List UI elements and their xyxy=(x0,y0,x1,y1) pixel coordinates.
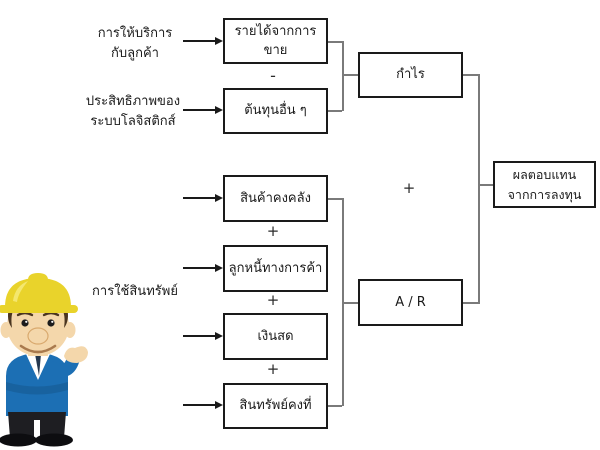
connector-line xyxy=(327,405,342,407)
box-inventory-label: สินค้าคงคลัง xyxy=(240,190,311,206)
box-sales-revenue: รายได้จากการขาย xyxy=(223,18,328,64)
hard-hat-ridge xyxy=(28,273,48,280)
connector-line xyxy=(327,198,342,200)
arrow-into-other-costs xyxy=(183,106,223,114)
construction-worker-mascot xyxy=(0,270,96,450)
arrow-into-fixed-assets xyxy=(183,401,223,409)
connector-line xyxy=(478,74,480,304)
label-logistics-efficiency-line2: ระบบโลจิสติกส์ xyxy=(90,114,176,130)
minus-operator: - xyxy=(270,66,276,85)
arrow-into-sales-revenue xyxy=(183,37,223,45)
plus-operator-profit-ar: + xyxy=(402,179,416,197)
box-trade-receivables-label: ลูกหนี้ทางการค้า xyxy=(228,260,323,276)
box-other-costs: ต้นทุนอื่น ๆ xyxy=(223,88,328,134)
mascot-shoe-right xyxy=(35,433,73,447)
hard-hat-dome xyxy=(5,278,71,307)
plus-operator-cash-fixed: + xyxy=(266,360,280,378)
label-customer-service-line2: กับลูกค้า xyxy=(111,46,159,62)
box-sales-revenue-label: รายได้จากการขาย xyxy=(234,23,317,59)
box-profit-label: กำไร xyxy=(396,67,425,83)
connector-line xyxy=(327,41,342,43)
connector-line xyxy=(328,110,342,112)
box-profit: กำไร xyxy=(358,52,463,98)
label-asset-utilization-line1: การใช้สินทรัพย์ xyxy=(92,284,178,299)
box-return-on-investment-line2: จากการลงทุน xyxy=(507,186,582,202)
arrow-into-trade-receivables xyxy=(183,264,223,272)
mascot-eye-right xyxy=(47,319,55,327)
box-inventory: สินค้าคงคลัง xyxy=(223,175,328,222)
hard-hat-brim xyxy=(0,305,78,313)
connector-line xyxy=(343,302,358,304)
mascot-mouth xyxy=(19,344,57,354)
arrow-into-inventory xyxy=(183,194,223,202)
connector-line xyxy=(342,41,344,111)
mascot-eye-left-highlight xyxy=(25,320,28,323)
plus-operator-receivables-cash: + xyxy=(266,291,280,309)
construction-worker-illustration xyxy=(0,273,88,447)
box-return-on-investment: ผลตอบแทน จากการลงทุน xyxy=(493,161,596,208)
mascot-sweater-shading xyxy=(6,382,68,395)
label-customer-service-line1: การให้บริการ xyxy=(97,26,173,41)
label-logistics-efficiency-line1: ประสิทธิภาพของ xyxy=(85,94,181,109)
mascot-nose xyxy=(27,327,49,345)
box-cash: เงินสด xyxy=(223,313,328,360)
mascot-eye-left xyxy=(21,319,29,327)
box-return-on-investment-line1: ผลตอบแทน xyxy=(512,166,577,182)
box-fixed-assets: สินทรัพย์คงที่ xyxy=(223,383,328,429)
label-asset-utilization: การใช้สินทรัพย์ xyxy=(83,282,187,302)
label-logistics-efficiency: ประสิทธิภาพของ ระบบโลจิสติกส์ xyxy=(78,92,188,132)
box-trade-receivables: ลูกหนี้ทางการค้า xyxy=(223,245,328,292)
box-other-costs-label: ต้นทุนอื่น ๆ xyxy=(244,103,307,119)
hard-hat-highlight xyxy=(13,281,28,302)
connector-line xyxy=(343,74,358,76)
mascot-tie xyxy=(35,354,41,376)
connector-line xyxy=(342,198,344,406)
connector-line xyxy=(479,184,493,186)
connector-line xyxy=(462,74,478,76)
mascot-hand xyxy=(64,346,88,363)
arrow-into-cash xyxy=(183,332,223,340)
plus-operator-inventory-receivables: + xyxy=(266,222,280,240)
box-accounts-receivable: A / R xyxy=(358,279,463,326)
connector-line xyxy=(462,302,478,304)
mascot-shoe-left xyxy=(0,433,37,447)
box-fixed-assets-label: สินทรัพย์คงที่ xyxy=(239,398,312,414)
mascot-pants xyxy=(8,412,66,438)
mascot-eye-right-highlight xyxy=(51,320,54,323)
box-accounts-receivable-label: A / R xyxy=(395,294,426,310)
box-cash-label: เงินสด xyxy=(257,328,294,344)
label-customer-service: การให้บริการ กับลูกค้า xyxy=(85,24,185,64)
